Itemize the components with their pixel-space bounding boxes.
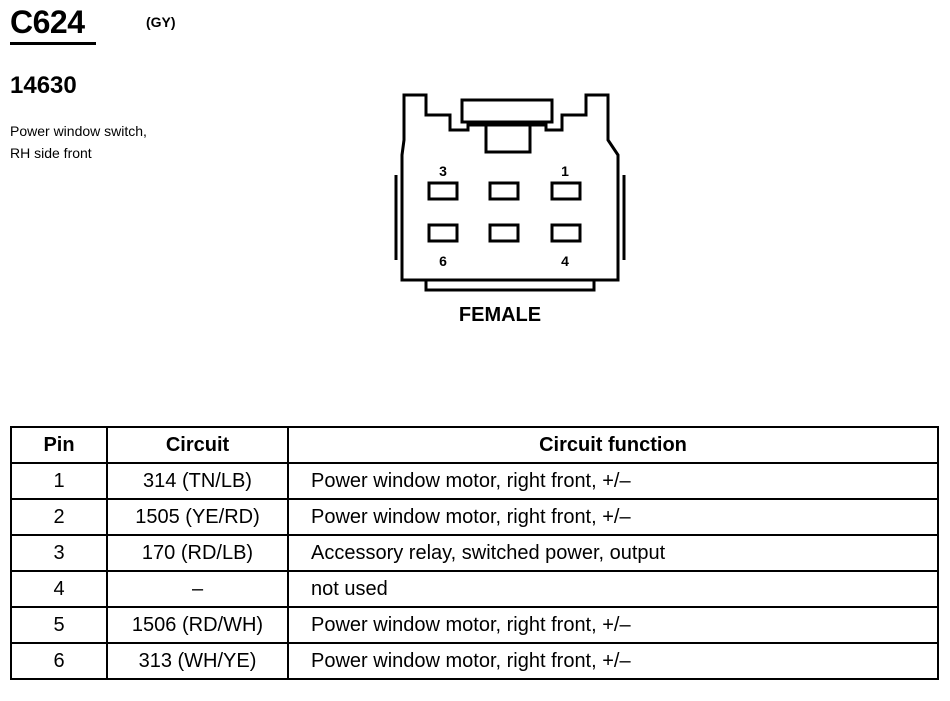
circuit-cell: 1505 (YE/RD) [106, 498, 289, 536]
pin-cell: 3 [10, 534, 108, 572]
center-latch-base [484, 120, 532, 154]
circuit-cell: 1506 (RD/WH) [106, 606, 289, 644]
pin-cell: 1 [10, 462, 108, 500]
function-cell: not used [287, 570, 939, 608]
terminal-cavity [488, 181, 520, 201]
table-row: 6 313 (WH/YE) Power window motor, right … [10, 642, 939, 680]
table-row: 3 170 (RD/LB) Accessory relay, switched … [10, 534, 939, 572]
connector-housing-outline [400, 93, 620, 282]
pin-label: 3 [439, 163, 447, 179]
pin-label: 6 [439, 253, 447, 269]
connector-description: Power window switch, RH side front [10, 123, 147, 161]
connector-id-underline [10, 42, 96, 45]
terminal-cavity [488, 223, 520, 243]
table-header-row: Pin Circuit Circuit function [10, 426, 939, 464]
circuit-cell: 170 (RD/LB) [106, 534, 289, 572]
table-row: 1 314 (TN/LB) Power window motor, right … [10, 462, 939, 500]
pin-cell: 4 [10, 570, 108, 608]
function-cell: Power window motor, right front, +/– [287, 462, 939, 500]
function-cell: Power window motor, right front, +/– [287, 606, 939, 644]
function-cell: Power window motor, right front, +/– [287, 642, 939, 680]
connector-face-drawing: 3 1 6 4 [394, 93, 626, 292]
column-header-function: Circuit function [287, 426, 939, 464]
pin-label: 4 [561, 253, 569, 269]
center-latch [460, 98, 554, 124]
pin-cell: 6 [10, 642, 108, 680]
pin-label: 1 [561, 163, 569, 179]
column-header-pin: Pin [10, 426, 108, 464]
table-row: 5 1506 (RD/WH) Power window motor, right… [10, 606, 939, 644]
circuit-cell: – [106, 570, 289, 608]
table-row: 4 – not used [10, 570, 939, 608]
terminal-cavity [427, 223, 459, 243]
part-number: 14630 [10, 72, 77, 99]
pin-cell: 5 [10, 606, 108, 644]
function-cell: Accessory relay, switched power, output [287, 534, 939, 572]
terminal-cavity [550, 181, 582, 201]
terminal-cavity [427, 181, 459, 201]
pin-cell: 2 [10, 498, 108, 536]
circuit-cell: 313 (WH/YE) [106, 642, 289, 680]
bottom-rail [424, 280, 596, 292]
circuit-cell: 314 (TN/LB) [106, 462, 289, 500]
pinout-table: Pin Circuit Circuit function 1 314 (TN/L… [10, 426, 939, 680]
function-cell: Power window motor, right front, +/– [287, 498, 939, 536]
terminal-cavity [550, 223, 582, 243]
table-row: 2 1505 (YE/RD) Power window motor, right… [10, 498, 939, 536]
connector-id: C624 [10, 4, 85, 40]
connector-gender-label: FEMALE [458, 304, 542, 326]
column-header-circuit: Circuit [106, 426, 289, 464]
color-code: (GY) [146, 14, 176, 30]
